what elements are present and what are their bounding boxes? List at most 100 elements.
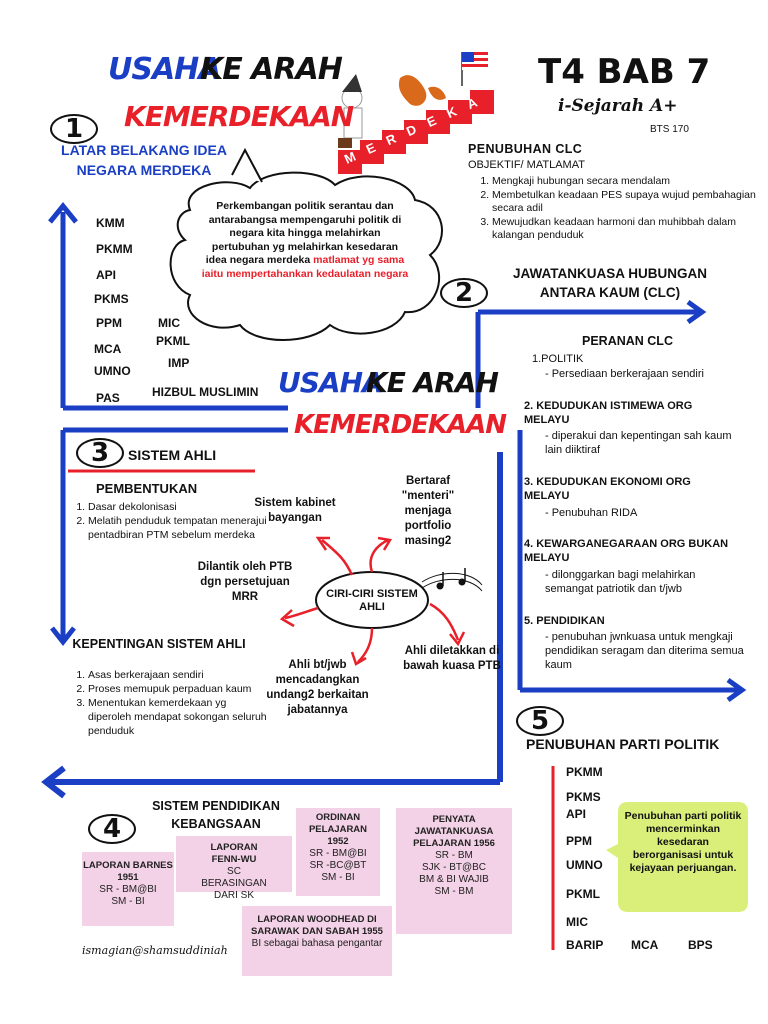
report-penyata-line: SM - BM: [434, 886, 474, 897]
report-penyata-line: SR - BM: [435, 850, 473, 861]
report-barnes-title: LAPORAN BARNES 1951: [83, 860, 173, 883]
report-barnes-line: SR - BM@BI: [99, 884, 157, 895]
section1-number: 1: [50, 114, 98, 144]
section4-arrow: [41, 452, 503, 799]
section2-heading: JAWATANKUASA HUBUNGAN ANTARA KAUM (CLC): [513, 266, 707, 300]
role-istimewa-title: 2. KEDUDUKAN ISTIMEWA ORG MELAYU: [524, 400, 693, 426]
org-pkmm: PKMM: [96, 242, 133, 256]
org-kmm: KMM: [96, 216, 125, 230]
center-title-word3: KEMERDEKAAN: [294, 410, 507, 440]
header-title-word2: KE ARAH: [200, 52, 343, 87]
bubble-text: Perkembangan politik serantau dan antara…: [200, 200, 410, 281]
role-warga-desc: - dilonggarkan bagi melahirkan semangat …: [545, 569, 696, 595]
section1-heading: LATAR BELAKANG IDEA NEGARA MERDEKA: [61, 142, 227, 178]
signature-text: ismagian@shamsuddiniah: [82, 944, 228, 957]
bubble-text-highlight: matlamat yg sama iaitu mempertahankan ke…: [201, 254, 409, 280]
ciri-arrows: [279, 536, 466, 666]
party-ppm: PPM: [566, 834, 593, 848]
peranan-heading: PERANAN CLC: [582, 334, 673, 348]
party-api: API: [566, 807, 587, 821]
pembentukan-heading: PEMBENTUKAN: [96, 481, 198, 496]
report-penyata-line: BM & BI WAJIB: [419, 874, 489, 885]
party-bps: BPS: [688, 938, 713, 952]
ciri-item-kabinet: Sistem kabinet bayangan: [254, 497, 336, 524]
kepentingan-heading: KEPENTINGAN SISTEM AHLI: [72, 637, 246, 651]
section2-number: 2: [440, 278, 488, 308]
report-woodhead: LAPORAN WOODHEAD DI SARAWAK DAN SABAH 19…: [242, 906, 392, 976]
org-umno: UMNO: [94, 364, 131, 378]
clc-objectives: Mengkaji hubungan secara mendalam Membet…: [474, 175, 757, 243]
role-ekonomi-title: 3. KEDUDUKAN EKONOMI ORG MELAYU: [524, 476, 691, 502]
ciri-item-undang: Ahli bt/jwb mencadangkan undang2 berkait…: [266, 659, 369, 716]
pembentukan-list: Dasar dekolonisasi Melatih penduduk temp…: [70, 500, 288, 542]
role-warga-title: 4. KEWARGANEGARAAN ORG BUKAN MELAYU: [524, 538, 729, 564]
report-fennwu-line: SC BERASINGAN DARI SK: [201, 866, 267, 901]
org-imp: IMP: [168, 356, 190, 370]
report-ordinan-line: SM - BI: [321, 872, 355, 883]
report-penyata-line: SJK - BT@BC: [421, 862, 487, 873]
role-istimewa-desc: - diperakui dan kepentingan sah kaum lai…: [545, 430, 732, 456]
report-woodhead-title: LAPORAN WOODHEAD DI SARAWAK DAN SABAH 19…: [251, 914, 383, 937]
party-umno: UMNO: [566, 858, 603, 872]
role-pendidikan-title: 5. PENDIDIKAN: [524, 615, 605, 627]
code-label: BTS 170: [650, 124, 689, 135]
pembentukan-item: Melatih penduduk tempatan menerajui pent…: [88, 514, 288, 542]
org-ppm: PPM: [96, 316, 123, 330]
clc-heading: PENUBUHAN CLC: [468, 142, 583, 156]
party-pkmm: PKMM: [566, 765, 603, 779]
ciri-item-dilantik: Dilantik oleh PTB dgn persetujuan MRR: [197, 561, 293, 603]
party-barip: BARIP: [566, 938, 604, 952]
report-penyata: PENYATA JAWATANKUASA PELAJARAN 1956 SR -…: [396, 808, 512, 934]
section4-number: 4: [88, 814, 136, 844]
pembentukan-item: Dasar dekolonisasi: [88, 500, 288, 514]
header-title-word1: USAHA: [108, 52, 222, 87]
section5-heading: PENUBUHAN PARTI POLITIK: [526, 736, 720, 752]
section3-number: 3: [76, 438, 124, 468]
ciri-center-label: CIRI-CIRI SISTEM AHLI: [326, 588, 418, 613]
chapter-title: T4 BAB 7: [538, 52, 711, 92]
report-barnes: LAPORAN BARNES 1951 SR - BM@BI SM - BI: [82, 852, 174, 926]
clc-objective: Membetulkan keadaan PES supaya wujud pem…: [492, 189, 757, 216]
section3-heading: SISTEM AHLI: [128, 447, 217, 463]
party-bubble-text: Penubuhan parti politik mencerminkan kes…: [624, 810, 742, 874]
org-pas: PAS: [96, 391, 120, 405]
report-barnes-line: SM - BI: [111, 896, 145, 907]
section2-lower-arrow: [517, 430, 747, 703]
party-speech-bubble: [606, 802, 748, 912]
center-title-word1: USAHA: [278, 366, 384, 399]
brand-label: i-Sejarah A+: [558, 96, 678, 116]
kepentingan-item: Menentukan kemerdekaan yg diperoleh mend…: [88, 696, 268, 738]
kepentingan-item: Asas berkerajaan sendiri: [88, 668, 268, 682]
section4-heading: SISTEM PENDIDIKAN KEBANGSAAN: [152, 799, 280, 831]
report-ordinan-line: SR -BC@BT: [309, 860, 367, 871]
clc-objective: Mengkaji hubungan secara mendalam: [492, 175, 757, 189]
role-politik-title: 1.POLITIK: [532, 353, 584, 365]
ciri-item-menteri: Bertaraf "menteri" menjaga portfolio mas…: [401, 475, 455, 547]
section3-arrow: [50, 427, 288, 647]
thought-bubble: [169, 147, 443, 341]
role-pendidikan-desc: - penubuhan jwnkuasa untuk mengkaji pend…: [545, 631, 744, 671]
org-mca: MCA: [94, 342, 122, 356]
report-woodhead-line: BI sebagai bahasa pengantar: [251, 938, 383, 949]
bubble-text-main: Perkembangan politik serantau dan antara…: [205, 200, 402, 266]
merdeka-stairs-illustration: [338, 52, 494, 174]
org-api: API: [96, 268, 117, 282]
report-ordinan: ORDINAN PELAJARAN 1952 SR - BM@BI SR -BC…: [296, 808, 380, 896]
report-ordinan-title: ORDINAN PELAJARAN 1952: [308, 812, 368, 847]
clc-objective: Mewujudkan keadaan harmoni dan muhibbah …: [492, 216, 757, 243]
report-penyata-title: PENYATA JAWATANKUASA PELAJARAN 1956: [413, 814, 495, 849]
music-notes-icon: [421, 568, 483, 592]
kepentingan-list: Asas berkerajaan sendiri Proses memupuk …: [70, 668, 268, 738]
report-fennwu-title: LAPORAN FENN-WU: [210, 842, 258, 865]
party-mic: MIC: [566, 915, 588, 929]
report-fennwu: LAPORAN FENN-WU SC BERASINGAN DARI SK: [176, 836, 292, 901]
kepentingan-item: Proses memupuk perpaduan kaum: [88, 682, 268, 696]
party-pkms: PKMS: [566, 790, 601, 804]
org-pkml: PKML: [156, 334, 190, 348]
ciri-item-kuasa: Ahli diletakkan di bawah kuasa PTB: [403, 645, 501, 672]
org-pkms: PKMS: [94, 292, 129, 306]
org-hizbul: HIZBUL MUSLIMIN: [152, 385, 259, 399]
section1-arrow: [48, 202, 288, 411]
org-mic: MIC: [158, 316, 180, 330]
center-title-word2: KE ARAH: [366, 366, 499, 399]
